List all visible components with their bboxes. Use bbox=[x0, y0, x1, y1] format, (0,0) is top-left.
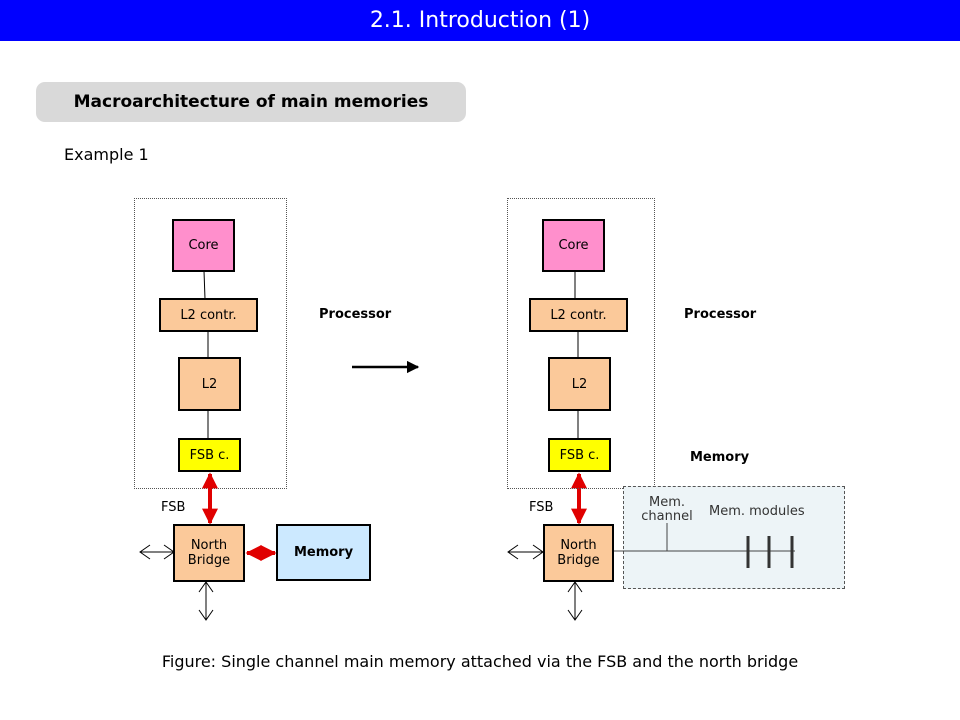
memory-subsystem-frame bbox=[623, 486, 845, 589]
left-north-bridge-box: North Bridge bbox=[173, 524, 245, 582]
right-core-box: Core bbox=[542, 219, 605, 272]
right-nb-vertical-arrow bbox=[567, 581, 583, 621]
left-fsb-label: FSB bbox=[161, 500, 186, 515]
right-memory-label: Memory bbox=[690, 450, 750, 465]
mem-modules-label: Mem. modules bbox=[709, 504, 805, 519]
slide-title: 2.1. Introduction (1) bbox=[0, 0, 960, 41]
left-fsb-controller-box: FSB c. bbox=[178, 438, 241, 472]
right-l2-controller-box: L2 contr. bbox=[529, 298, 628, 332]
left-nb-vertical-arrow bbox=[198, 581, 214, 621]
right-fsb-label: FSB bbox=[529, 500, 554, 515]
left-core-box: Core bbox=[172, 219, 235, 272]
left-memory-box: Memory bbox=[276, 524, 371, 581]
example-label: Example 1 bbox=[64, 145, 149, 164]
figure-caption: Figure: Single channel main memory attac… bbox=[161, 652, 799, 671]
section-heading: Macroarchitecture of main memories bbox=[36, 82, 466, 122]
left-l2-controller-box: L2 contr. bbox=[159, 298, 258, 332]
left-l2-box: L2 bbox=[178, 357, 241, 411]
right-processor-frame bbox=[507, 198, 655, 489]
right-north-bridge-box: North Bridge bbox=[543, 524, 614, 582]
mem-channel-label: Mem. channel bbox=[641, 495, 693, 524]
left-core-to-l2c-line bbox=[203, 270, 206, 300]
right-fsb-controller-box: FSB c. bbox=[548, 438, 611, 472]
right-processor-label: Processor bbox=[684, 307, 757, 322]
left-processor-label: Processor bbox=[319, 307, 392, 322]
right-l2-box: L2 bbox=[548, 357, 611, 411]
